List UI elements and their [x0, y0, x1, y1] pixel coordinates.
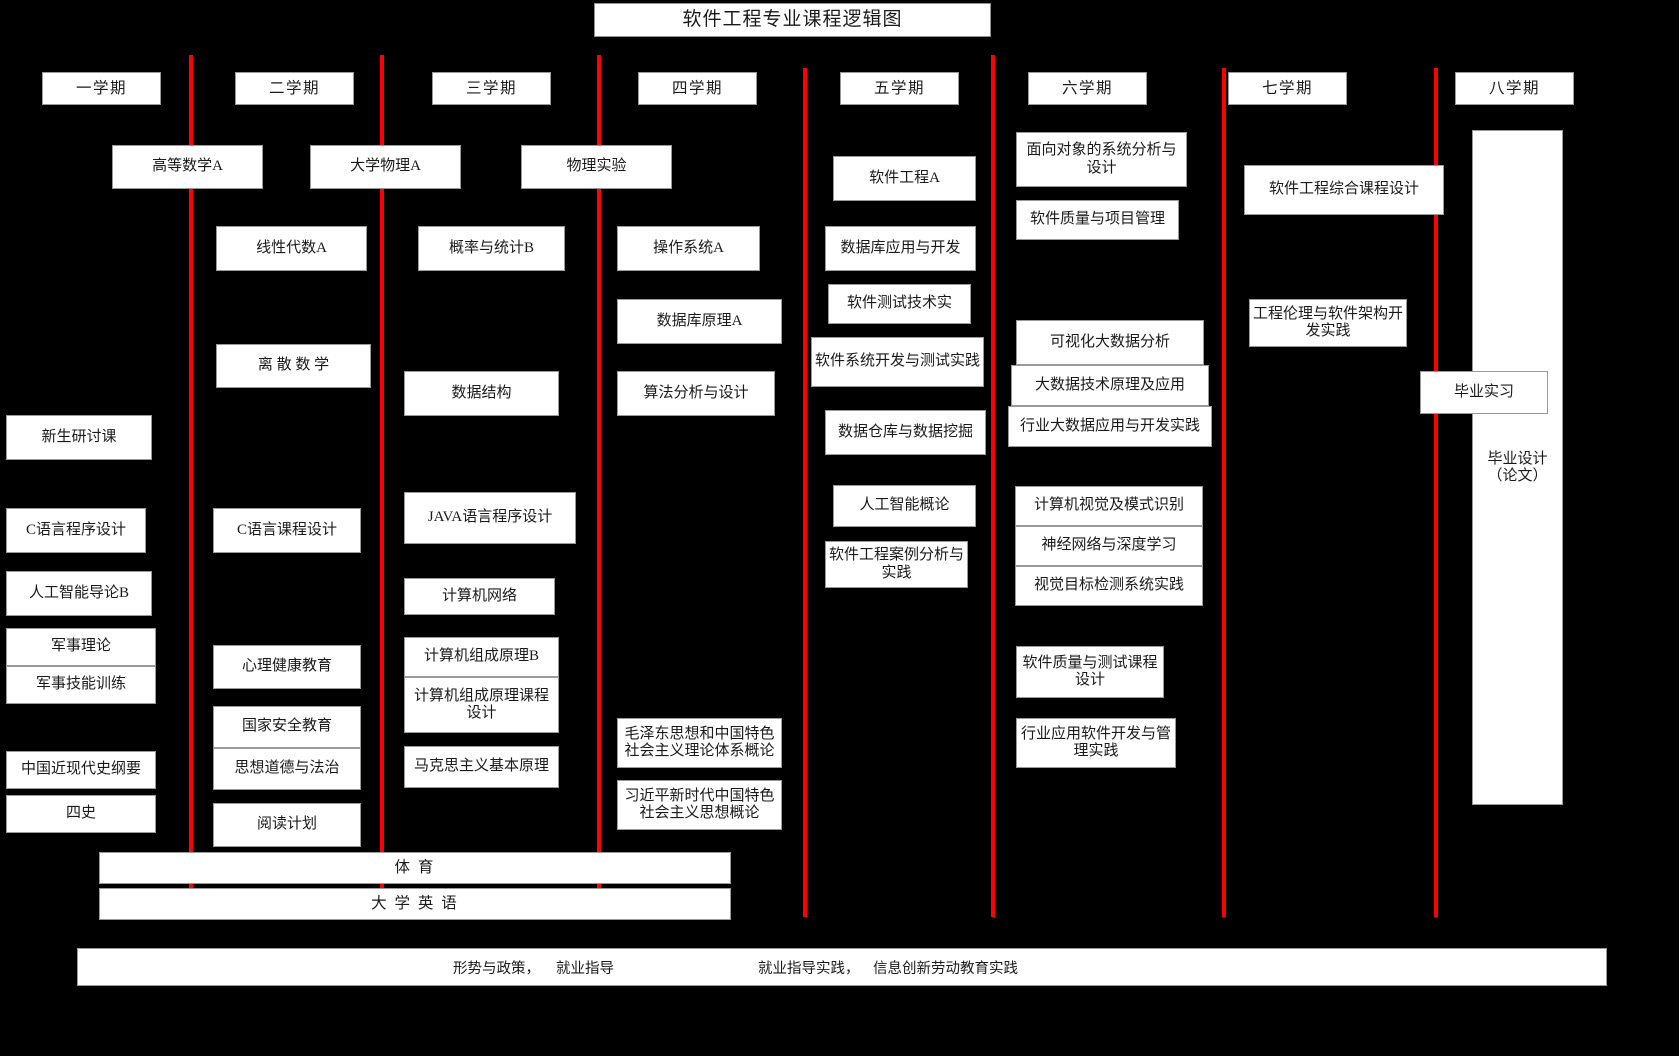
span-bar-daxue-yingyu[interactable]: 大 学 英 语: [99, 888, 731, 920]
course-box-guojia-anquan-jiaoyu[interactable]: 国家安全教育: [213, 706, 361, 748]
semester-header-5: 五学期: [840, 72, 959, 105]
course-box-ruanjian-gongcheng-a[interactable]: 软件工程A: [833, 156, 976, 201]
course-box-maozedong-sixiang-gailun[interactable]: 毛泽东思想和中国特色社会主义理论体系概论: [617, 718, 782, 768]
course-box-jisuanji-wangluo[interactable]: 计算机网络: [404, 578, 555, 615]
footer-item-jiuye-zhidao-shijian: 就业指导实践，: [758, 960, 860, 977]
course-box-caozuo-xitong-a[interactable]: 操作系统A: [617, 226, 760, 271]
course-box-ruanjian-gongcheng-anli-fenxi-yu-shijian[interactable]: 软件工程案例分析与实践: [825, 541, 968, 588]
course-box-gaodengshuxue-a[interactable]: 高等数学A: [112, 145, 263, 189]
course-box-hangye-da-shuju-yingyong-yu-kaifa-shijian[interactable]: 行业大数据应用与开发实践: [1008, 406, 1212, 447]
course-box-ruanjian-zhiliang-yu-xiangmu-guanli[interactable]: 软件质量与项目管理: [1016, 200, 1179, 240]
course-box-gailv-yu-tongji-b[interactable]: 概率与统计B: [418, 226, 565, 271]
semester-header-1: 一学期: [42, 72, 161, 105]
course-box-sixiang-daode-yu-fazhi[interactable]: 思想道德与法治: [213, 748, 361, 790]
course-box-jisuanji-shijue-ji-moshi-shibie[interactable]: 计算机视觉及模式识别: [1015, 486, 1203, 526]
course-box-shenjing-wangluo-yu-shendu-xuexi[interactable]: 神经网络与深度学习: [1015, 526, 1203, 566]
page-title: 软件工程专业课程逻辑图: [594, 3, 991, 37]
course-box-shuju-jiegou[interactable]: 数据结构: [404, 371, 559, 416]
course-box-yuedu-jihua[interactable]: 阅读计划: [213, 803, 361, 847]
semester-header-6: 六学期: [1028, 72, 1147, 105]
course-box-xianxing-daishu-a[interactable]: 线性代数A: [216, 226, 367, 271]
semester-divider-rail-3: [597, 55, 601, 917]
course-box-rengong-zhineng-daolun-b[interactable]: 人工智能导论B: [6, 571, 152, 616]
course-box-shijue-mubiao-jiance-xitong-shijian[interactable]: 视觉目标检测系统实践: [1015, 566, 1203, 606]
course-box-gongcheng-lunli-yu-ruanjian-jiagou-kaifa-shijian[interactable]: 工程伦理与软件架构开发实践: [1249, 299, 1407, 347]
semester-divider-rail-5: [991, 55, 995, 917]
course-box-xinsheng-yantaoke[interactable]: 新生研讨课: [6, 415, 152, 460]
semester-header-4: 四学期: [638, 72, 757, 105]
course-box-suanfa-fenxi-yu-sheji[interactable]: 算法分析与设计: [617, 371, 775, 416]
course-box-mianxiang-duixiang-de-xitong-fenxi-yu-sheji[interactable]: 面向对象的系统分析与设计: [1016, 132, 1187, 187]
course-box-xijinping-sixiang-gailun[interactable]: 习近平新时代中国特色社会主义思想概论: [617, 780, 782, 830]
course-box-shuju-cangku-yu-shuju-wajue[interactable]: 数据仓库与数据挖掘: [825, 410, 986, 455]
course-box-ruanjian-zhiliang-yu-ceshi-kecheng-sheji[interactable]: 软件质量与测试课程设计: [1016, 646, 1164, 698]
semester-divider-rail-6: [1222, 68, 1226, 917]
semester-divider-rail-7: [1434, 68, 1438, 917]
course-box-shujuku-yingyong-yu-kaifa[interactable]: 数据库应用与开发: [825, 226, 976, 271]
course-box-c-yuyan-kecheng-sheji[interactable]: C语言课程设计: [213, 508, 361, 553]
course-box-wuli-shiyan[interactable]: 物理实验: [521, 145, 672, 189]
course-box-ruanjian-gongcheng-zonghe-kecheng-sheji[interactable]: 软件工程综合课程设计: [1244, 165, 1444, 215]
course-box-java-yuyan-chengxu-sheji[interactable]: JAVA语言程序设计: [404, 492, 576, 544]
course-box-da-shuju-jishu-yuanli-ji-yingyong[interactable]: 大数据技术原理及应用: [1011, 365, 1209, 406]
course-box-c-yuyan-chengxu-sheji[interactable]: C语言程序设计: [6, 508, 146, 553]
course-box-junshi-jineng-xunlian[interactable]: 军事技能训练: [6, 666, 156, 704]
course-box-rengong-zhineng-gailun[interactable]: 人工智能概论: [833, 485, 976, 527]
semester-header-2: 二学期: [235, 72, 354, 105]
footer-item-jiuye-zhidao: 就业指导: [556, 960, 614, 977]
course-box-ruanjian-ceshi-jishu-shi[interactable]: 软件测试技术实: [828, 284, 971, 324]
course-box-biye-sheji-lunwen[interactable]: 毕业设计 （论文）: [1472, 130, 1563, 805]
course-box-biye-shixi[interactable]: 毕业实习: [1420, 371, 1548, 414]
course-box-keshihua-da-shuju-fenxi[interactable]: 可视化大数据分析: [1016, 320, 1204, 365]
semester-divider-rail-1: [189, 55, 193, 917]
course-box-jisuanji-zucheng-yuanli-kecheng-sheji[interactable]: 计算机组成原理课程设计: [404, 677, 559, 733]
semester-divider-rail-4: [803, 68, 807, 917]
course-box-daxue-wuli-a[interactable]: 大学物理A: [310, 145, 461, 189]
course-box-shujuku-yuanli-a[interactable]: 数据库原理A: [617, 299, 782, 344]
course-box-xinli-jiankang-jiaoyu[interactable]: 心理健康教育: [213, 645, 361, 689]
footer-item-xinxi-chuangxin-laodong-jiaoyu-shijian: 信息创新劳动教育实践: [873, 960, 1018, 977]
semester-header-8: 八学期: [1455, 72, 1574, 105]
course-box-junshi-lilun[interactable]: 军事理论: [6, 628, 156, 666]
course-box-makesi-zhuyi-jiben-yuanli[interactable]: 马克思主义基本原理: [404, 746, 559, 788]
course-box-lisan-shuxue[interactable]: 离 散 数 学: [216, 344, 371, 388]
course-box-hangye-yingyong-ruanjian-kaifa-yu-guanli-shijian[interactable]: 行业应用软件开发与管理实践: [1016, 718, 1176, 768]
semester-header-7: 七学期: [1228, 72, 1347, 105]
course-box-ruanjian-xitong-kaifa-yu-ceshi-shijian[interactable]: 软件系统开发与测试实践: [811, 337, 984, 387]
course-box-sishi[interactable]: 四史: [6, 795, 156, 833]
span-bar-tiyu[interactable]: 体 育: [99, 852, 731, 884]
semester-divider-rail-2: [380, 55, 384, 917]
semester-header-3: 三学期: [432, 72, 551, 105]
course-box-jisuanji-zucheng-yuanli-b[interactable]: 计算机组成原理B: [404, 637, 559, 677]
footer-item-xingshi-yu-zhengce: 形势与政策，: [453, 960, 540, 977]
footer-bar[interactable]: 形势与政策， 就业指导 就业指导实践， 信息创新劳动教育实践: [77, 948, 1607, 986]
course-box-zhongguo-jinxiandaishi-gangyao[interactable]: 中国近现代史纲要: [6, 751, 156, 789]
